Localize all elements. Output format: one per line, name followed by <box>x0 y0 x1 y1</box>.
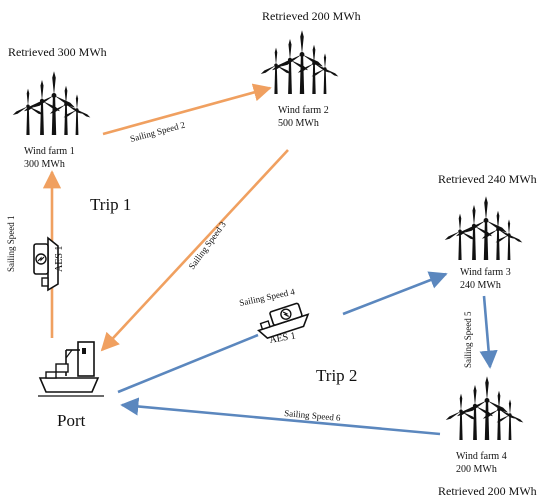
port-crane-ship-icon <box>38 341 104 397</box>
wind-farm-1-retrieved: Retrieved 300 MWh <box>8 45 107 59</box>
sailing-speed-3-label: Sailing Speed 3 <box>187 219 229 271</box>
aes-1-trip-1-label: AES 1 <box>54 246 65 272</box>
port-label: Port <box>57 411 86 430</box>
trip-1-label: Trip 1 <box>90 195 131 214</box>
arrow-wind-farm-3-to-4 <box>479 295 498 369</box>
wind-farm-2-capacity: 500 MWh <box>278 118 319 129</box>
arrow-wind-farm-4-to-port <box>120 397 441 436</box>
wind-farm-1-name: Wind farm 1 <box>24 146 75 157</box>
wind-farm-4-retrieved: Retrieved 200 MWh <box>438 484 537 498</box>
wind-turbines-icon <box>444 196 523 260</box>
sailing-speed-4-label: Sailing Speed 4 <box>238 286 296 308</box>
trip-2-label: Trip 2 <box>316 366 357 385</box>
arrow-port-to-aes <box>117 333 259 394</box>
wind-farm-4-name: Wind farm 4 <box>456 451 507 462</box>
arrow-aes-to-wind-farm-3 <box>342 271 448 316</box>
wind-farm-3-name: Wind farm 3 <box>460 267 511 278</box>
wind-farm-2-name: Wind farm 2 <box>278 105 329 116</box>
wind-farm-3-capacity: 240 MWh <box>460 280 501 291</box>
arrow-wind-farm-2-to-port <box>100 149 289 352</box>
wind-farm-2-retrieved: Retrieved 200 MWh <box>262 9 361 23</box>
arrow-wind-farm-1-to-2 <box>102 83 272 136</box>
wind-turbines-icon <box>12 71 91 135</box>
wind-turbines-icon <box>260 30 339 94</box>
wind-turbines-icon <box>445 376 524 440</box>
wind-farm-3-retrieved: Retrieved 240 MWh <box>438 172 537 186</box>
aes-1-trip-2-label: AES 1 <box>269 331 297 346</box>
sailing-speed-6-label: Sailing Speed 6 <box>284 408 342 423</box>
sailing-speed-1-label: Sailing Speed 1 <box>6 216 16 273</box>
wind-farm-4-capacity: 200 MWh <box>456 464 497 475</box>
sailing-speed-5-label: Sailing Speed 5 <box>463 311 473 368</box>
wind-farm-1-capacity: 300 MWh <box>24 159 65 170</box>
